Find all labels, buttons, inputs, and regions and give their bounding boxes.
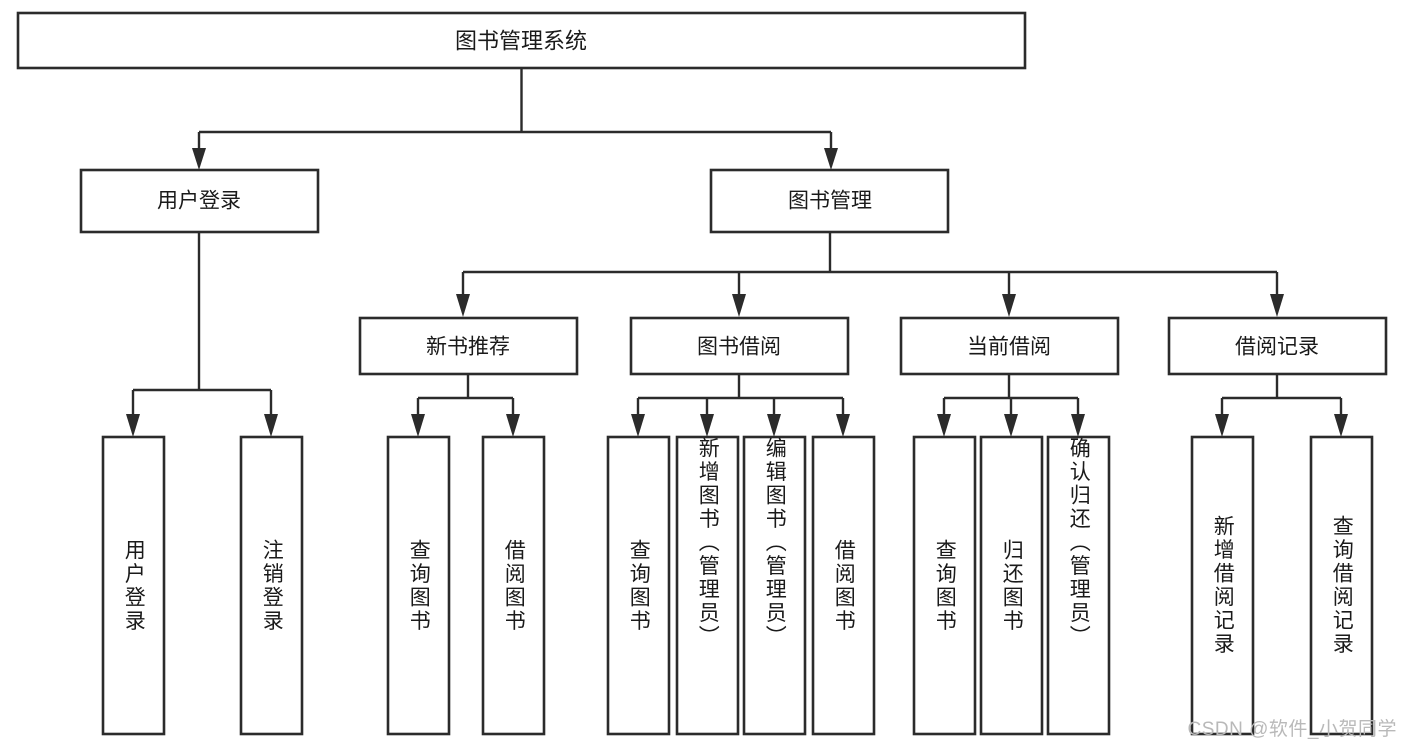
node-current-borrow[interactable]: 当前借阅: [899, 316, 1120, 376]
connector-record-to-leaves: [1215, 374, 1348, 437]
leaf-borrow-record-0[interactable]: [1190, 435, 1255, 736]
leaf-new-book-0[interactable]: [386, 435, 451, 736]
node-root-label: 图书管理系统: [455, 29, 587, 54]
node-borrow-record-label: 借阅记录: [1235, 336, 1319, 359]
leaf-book-borrow-0[interactable]: [606, 435, 671, 736]
node-new-book-recommend-label: 新书推荐: [426, 336, 510, 359]
node-book-management[interactable]: 图书管理: [709, 168, 950, 234]
leaf-book-borrow-3[interactable]: [811, 435, 876, 736]
node-user-login-label: 用户登录: [157, 190, 241, 213]
connector-root-to-level1: [192, 68, 838, 170]
connector-borrow-to-leaves: [631, 374, 850, 437]
node-borrow-record[interactable]: 借阅记录: [1167, 316, 1388, 376]
watermark-text: CSDN @软件_小贺同学: [1187, 719, 1397, 740]
node-book-borrow[interactable]: 图书借阅: [629, 316, 850, 376]
connector-userlogin-to-leaves: [126, 232, 278, 437]
node-root[interactable]: 图书管理系统: [16, 11, 1027, 70]
leaf-current-borrow-0[interactable]: [912, 435, 977, 736]
leaf-user-login-0[interactable]: [101, 435, 166, 736]
node-new-book-recommend[interactable]: 新书推荐: [358, 316, 579, 376]
node-current-borrow-label: 当前借阅: [967, 336, 1051, 359]
leaf-user-login-1[interactable]: [239, 435, 304, 736]
leaf-book-borrow-1[interactable]: [675, 435, 740, 736]
leaf-new-book-1[interactable]: [481, 435, 546, 736]
leaf-current-borrow-1[interactable]: [979, 435, 1044, 736]
leaf-current-borrow-2[interactable]: [1046, 435, 1111, 736]
node-user-login[interactable]: 用户登录: [79, 168, 320, 234]
node-book-management-label: 图书管理: [788, 190, 872, 213]
node-book-borrow-label: 图书借阅: [697, 336, 781, 359]
connector-bookmgmt-to-level2: [456, 232, 1284, 317]
connector-newbook-to-leaves: [411, 374, 520, 437]
leaf-book-borrow-2[interactable]: [742, 435, 807, 736]
connector-current-to-leaves: [937, 374, 1085, 437]
leaf-borrow-record-1[interactable]: [1309, 435, 1374, 736]
